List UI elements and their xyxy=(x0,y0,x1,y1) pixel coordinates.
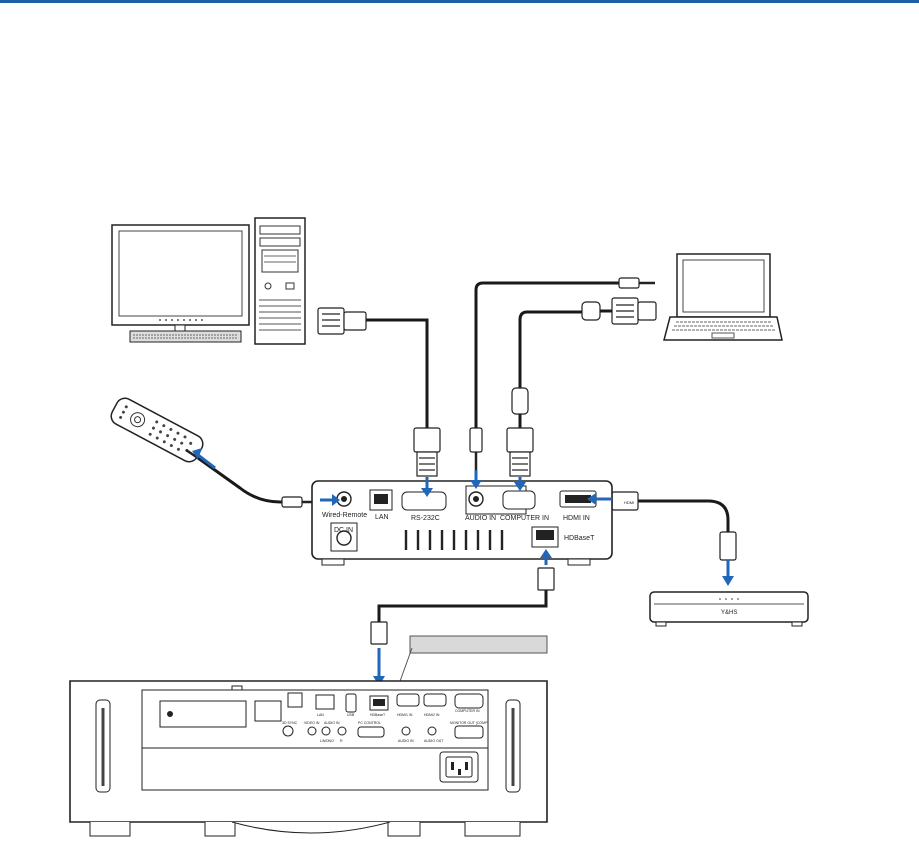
cables xyxy=(197,281,730,622)
label-lan: LAN xyxy=(375,514,389,521)
desktop-keyboard xyxy=(129,330,242,343)
proj-label-hdmi2: HDMI2 IN xyxy=(424,713,440,717)
label-rs232c: RS-232C xyxy=(411,515,440,522)
top-rule xyxy=(0,0,919,3)
proj-label-sync: 3D SYNC xyxy=(282,721,298,725)
lan-cable xyxy=(377,590,548,622)
transmitter-box: Wired-Remote LAN RS-232C AUDIO IN COMPUT… xyxy=(311,480,613,566)
hdmi-cable-text: HDMI xyxy=(624,500,634,505)
proj-label-computer-in: COMPUTER IN xyxy=(455,709,480,713)
hdmi-cable xyxy=(636,499,730,534)
proj-label-pc-control: PC CONTROL xyxy=(358,721,381,725)
proj-label-usb: USB xyxy=(347,713,355,717)
player-brand: Y&HS xyxy=(721,610,737,616)
proj-label-hdbaset: HDBaseT xyxy=(370,713,386,717)
vga-cable xyxy=(518,310,582,428)
proj-label-video-in: VIDEO IN xyxy=(304,721,320,725)
proj-label-audio-in-l: AUDIO IN xyxy=(324,721,340,725)
desktop-monitor xyxy=(111,224,250,332)
label-audio-in: AUDIO IN xyxy=(465,515,496,522)
arrows xyxy=(192,448,734,686)
label-computer-in: COMPUTER IN xyxy=(500,515,549,522)
rs232c-cable xyxy=(366,318,429,428)
label-hdbaset: HDBaseT xyxy=(564,535,595,542)
label-dc-in: DC IN xyxy=(334,527,353,534)
media-player: Y&HS xyxy=(649,591,809,627)
connector-plugs xyxy=(185,277,737,645)
proj-label-audio-out: AUDIO OUT xyxy=(424,739,444,743)
wired-remote-cable xyxy=(197,456,302,504)
audio-cable xyxy=(474,281,619,428)
proj-label-hdmi1: HDMI1 IN xyxy=(397,713,413,717)
proj-label-lmono: L/MONO xyxy=(320,739,334,743)
desktop-tower xyxy=(254,217,306,345)
proj-label-audio-in2: AUDIO IN xyxy=(398,739,414,743)
label-wired-remote: Wired-Remote xyxy=(322,512,367,519)
proj-label-r: R xyxy=(340,739,343,743)
proj-label-monitor-out: MONITOR OUT (COMP) xyxy=(450,721,489,725)
projector: LAN USB HDBaseT HDMI1 IN HDMI2 IN COMPUT… xyxy=(69,680,548,837)
laptop xyxy=(663,253,783,341)
proj-label-lan: LAN xyxy=(317,713,324,717)
label-hdmi-in: HDMI IN xyxy=(563,515,590,522)
